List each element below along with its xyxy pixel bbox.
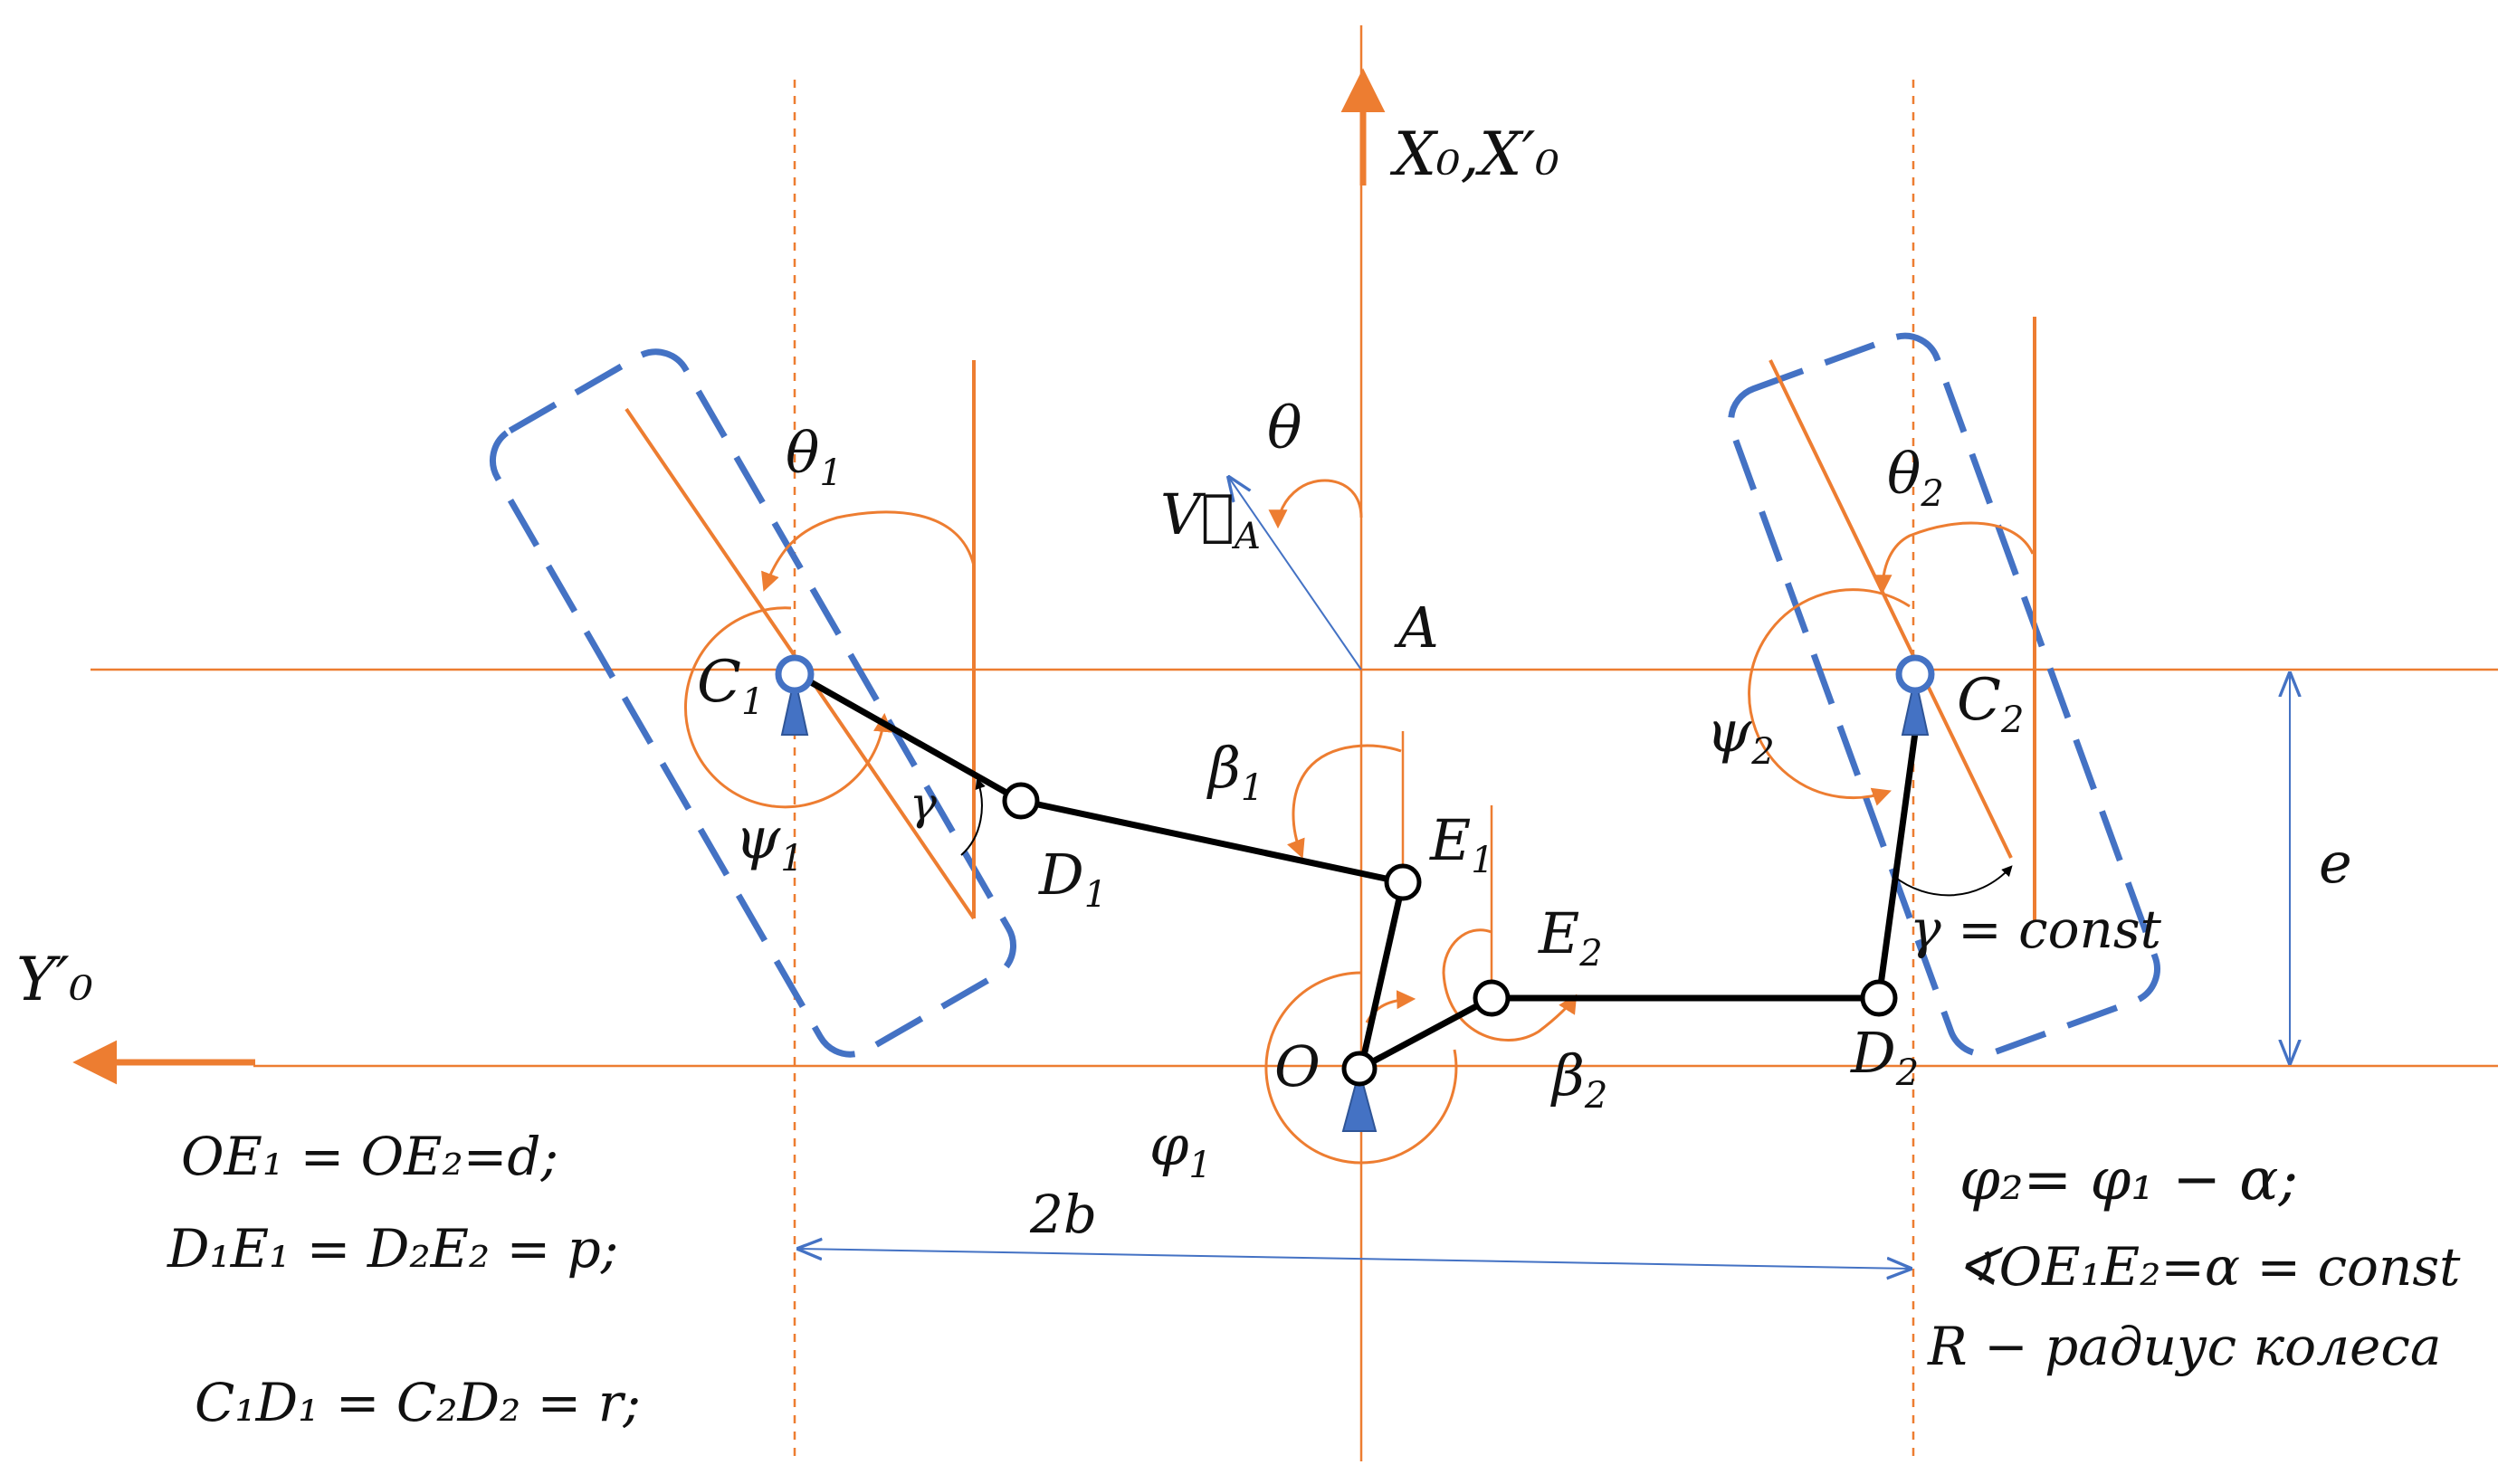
right-wheel-midline xyxy=(1769,359,2013,859)
phi1-label: φ1 xyxy=(1149,1112,1212,1186)
pivot-o-ring xyxy=(1341,1051,1378,1087)
point-o-label: O xyxy=(1274,1033,1320,1099)
joint-d2 xyxy=(1860,979,1898,1017)
joint-d1 xyxy=(1002,782,1040,820)
c2-label: C2 xyxy=(1957,667,2024,741)
pivot-c1 xyxy=(780,676,809,736)
joint-e1 xyxy=(1384,863,1422,901)
theta1-arc xyxy=(761,510,976,592)
theta-arc xyxy=(1268,479,1363,529)
gamma-const-label: γ = const xyxy=(1910,899,2162,960)
psi2-label: ψ2 xyxy=(1706,699,1775,773)
gamma-left-arc xyxy=(960,777,986,856)
formula-radius: R − радиус колеса xyxy=(1927,1316,2441,1377)
c1-label: C1 xyxy=(697,649,764,723)
phi1-arc xyxy=(1264,971,1458,1165)
dimension-e-label: e xyxy=(2319,830,2352,896)
beta1-label: β1 xyxy=(1206,735,1263,809)
pivot-o xyxy=(1341,1067,1378,1132)
point-a-label: A xyxy=(1394,595,1439,661)
right-wheel-outline xyxy=(1728,332,2160,1058)
d2-label: D2 xyxy=(1850,1020,1919,1094)
psi1-label: ψ1 xyxy=(735,805,804,880)
pivot-c1-ring xyxy=(775,654,815,694)
beta2-label: β2 xyxy=(1550,1042,1607,1117)
formula-oe: OE₁ = OE₂=d; xyxy=(181,1126,558,1187)
link-d1-e1 xyxy=(1020,797,1404,886)
theta1-label: θ1 xyxy=(786,420,843,494)
link-c1-d1 xyxy=(795,671,1023,804)
y-axis-label: Y′₀ xyxy=(16,945,93,1014)
theta-label: θ xyxy=(1267,395,1302,462)
e2-label: E2 xyxy=(1538,900,1603,975)
gamma-label: γ xyxy=(910,777,937,830)
psi1-arc xyxy=(684,606,892,809)
d1-label: D1 xyxy=(1038,842,1107,916)
beta2-arc xyxy=(1442,928,1578,1042)
pivot-c2-ring xyxy=(1895,654,1935,694)
link-d2-c2 xyxy=(1875,718,1921,999)
beta1-arc xyxy=(1287,744,1402,859)
formula-phi2: φ₂= φ₁ − α; xyxy=(1959,1146,2298,1213)
dimension-2b-label: 2b xyxy=(1029,1184,1097,1245)
velocity-label: V⃗A xyxy=(1160,481,1261,557)
theta2-arc xyxy=(1873,521,2035,595)
gamma-right-arc xyxy=(1893,865,2013,897)
theta2-label: θ2 xyxy=(1887,441,1944,515)
joint-e2 xyxy=(1473,979,1511,1017)
x-axis-label: X₀,X′₀ xyxy=(1389,119,1559,189)
pivot-c2 xyxy=(1901,676,1930,736)
psi2-arc xyxy=(1748,588,1911,806)
e1-label: E1 xyxy=(1429,807,1494,881)
link-o-e1 xyxy=(1358,881,1406,1069)
dimension-2b xyxy=(799,1249,1910,1269)
velocity-vector xyxy=(1229,478,1362,671)
link-o-e2 xyxy=(1359,994,1493,1071)
formula-de: D₁E₁ = D₂E₂ = p; xyxy=(167,1218,618,1279)
formula-angle: ∢OE₁E₂=α = const xyxy=(1955,1236,2461,1298)
formula-cd: C₁D₁ = C₂D₂ = r; xyxy=(195,1372,641,1433)
